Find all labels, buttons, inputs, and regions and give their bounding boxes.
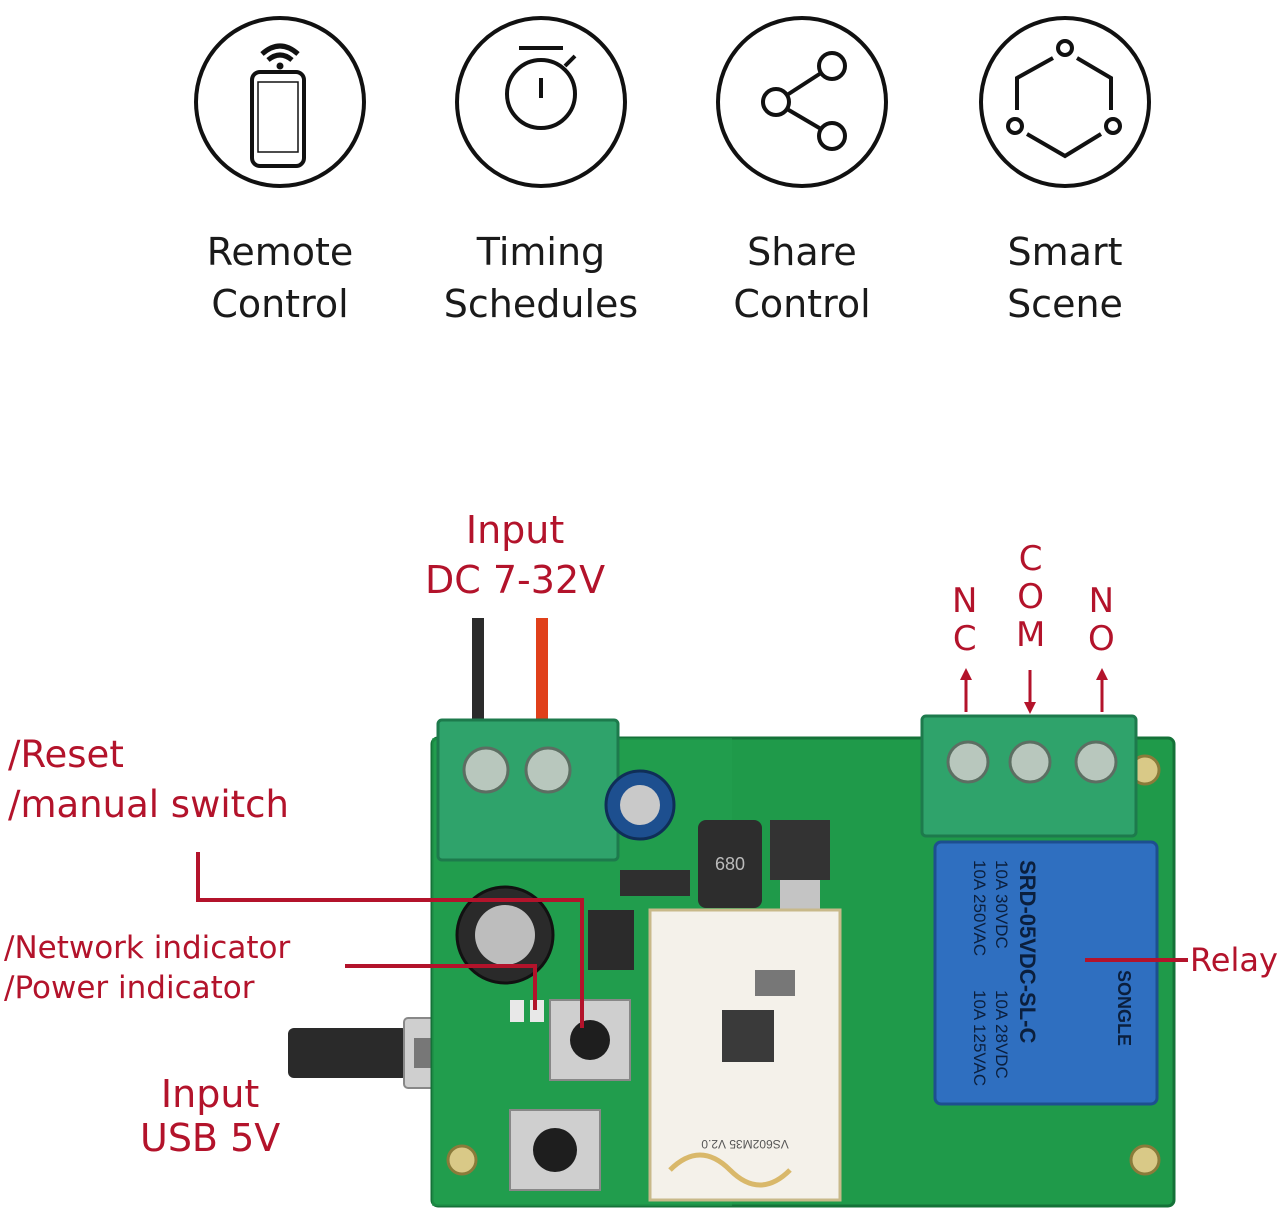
mounting-hole bbox=[446, 1144, 478, 1176]
share-icon bbox=[716, 16, 888, 188]
regulator-chip bbox=[770, 820, 830, 880]
diode bbox=[620, 870, 690, 896]
smart-scene-icon bbox=[979, 16, 1151, 188]
inductor-print: 680 bbox=[715, 854, 745, 874]
feature-label: Smart Scene bbox=[1007, 230, 1123, 326]
terminal-screw bbox=[462, 746, 510, 794]
smartphone-wifi-icon bbox=[194, 16, 366, 188]
antenna-trace bbox=[668, 1152, 792, 1188]
stopwatch-icon bbox=[455, 16, 627, 188]
capacitor-large-top bbox=[475, 905, 535, 965]
relay-brand: SONGLE bbox=[1114, 970, 1134, 1046]
wifi-chip bbox=[722, 1010, 774, 1062]
reset-button-cap[interactable] bbox=[570, 1020, 610, 1060]
usb-cable bbox=[288, 1028, 408, 1078]
inductor bbox=[698, 820, 762, 908]
dc-terminal-block bbox=[436, 718, 620, 862]
terminal-screw-com bbox=[1008, 740, 1052, 784]
capacitor-top bbox=[620, 785, 660, 825]
relay-rating: 10A 28VDC bbox=[992, 990, 1011, 1079]
callout-nc: N C bbox=[952, 581, 978, 659]
feature-label: Remote Control bbox=[206, 230, 354, 326]
module-print: VS602M35 V2.0 bbox=[701, 1137, 789, 1151]
ic-chip bbox=[588, 910, 634, 970]
regulator-tab bbox=[780, 880, 820, 910]
reset-callout-line bbox=[196, 852, 584, 1028]
relay-rating: 10A 250VAC bbox=[970, 860, 989, 956]
callout-indicators: /Network indicator /Power indicator bbox=[4, 930, 291, 1006]
terminal-screw bbox=[524, 746, 572, 794]
nc-arrow-head bbox=[960, 668, 972, 680]
callout-relay: Relay bbox=[1190, 941, 1278, 979]
feature-timing-schedules: Timing Schedules bbox=[421, 14, 661, 330]
feature-remote-control: Remote Control bbox=[160, 14, 400, 330]
relay-print: 10A 250VAC 10A 30VDC 10A 125VAC 10A 28VD… bbox=[970, 860, 1134, 1086]
com-arrow-head bbox=[1024, 702, 1036, 714]
relay-board-diagram: 680 VS602M35 V2.0 10A 250VAC 10A 30VDC 1… bbox=[196, 618, 1188, 1208]
callout-reset: /Reset /manual switch bbox=[8, 733, 289, 826]
indicator-callout-line bbox=[345, 964, 537, 1010]
mounting-hole bbox=[1129, 1144, 1161, 1176]
callout-no: N O bbox=[1088, 581, 1115, 659]
relay-rating: 10A 30VDC bbox=[992, 860, 1011, 949]
relay-model: SRD-05VDC-SL-C bbox=[1015, 860, 1040, 1043]
callout-input-dc: Input DC 7-32V bbox=[425, 508, 606, 602]
feature-share-control: Share Control bbox=[682, 14, 922, 330]
no-arrow-head bbox=[1096, 668, 1108, 680]
terminal-screw-nc bbox=[946, 740, 990, 784]
terminal-screw-no bbox=[1074, 740, 1118, 784]
callout-com: C O M bbox=[1016, 539, 1046, 655]
feature-smart-scene: Smart Scene bbox=[945, 14, 1185, 330]
crystal bbox=[755, 970, 795, 996]
relay-rating: 10A 125VAC bbox=[970, 990, 989, 1086]
callout-input-usb: Input USB 5V bbox=[140, 1072, 281, 1160]
manual-button-cap[interactable] bbox=[533, 1128, 577, 1172]
feature-label: Share Control bbox=[733, 230, 871, 326]
relay bbox=[933, 840, 1159, 1106]
led-indicator bbox=[510, 1000, 524, 1022]
feature-label: Timing Schedules bbox=[443, 230, 639, 326]
